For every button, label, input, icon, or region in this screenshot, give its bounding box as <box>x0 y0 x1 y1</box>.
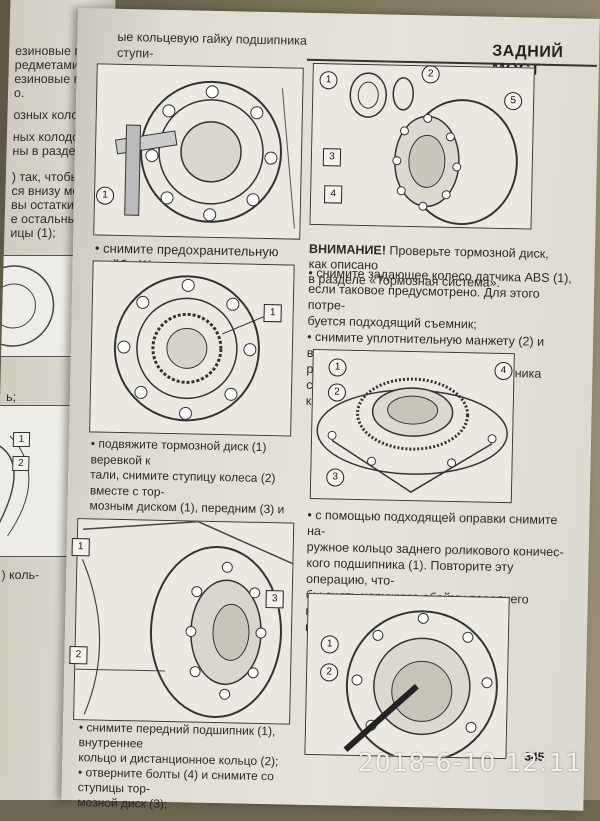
left-page-figure <box>0 255 96 357</box>
fig3-callout-2: 2 <box>69 645 88 665</box>
figure-hub-removal <box>73 518 295 725</box>
left-page-text-line: вы остатки <box>10 198 75 212</box>
fig4-callout-4: 4 <box>323 185 343 204</box>
step-text-4: • снимите передний подшипник (1), внутре… <box>77 720 279 812</box>
fig4-callout-3: 3 <box>322 148 342 167</box>
photo-timestamp: 2018-6-10 12:11 <box>358 748 583 777</box>
left-page-text-line: ицы (1); <box>10 226 56 240</box>
left-callout-2: 2 <box>12 456 30 471</box>
figure-abs-ring <box>309 348 515 504</box>
left-page-text-line: о. <box>13 86 25 100</box>
fig2-callout-1: 1 <box>263 303 282 323</box>
figure-hub-exploded <box>309 62 535 230</box>
figure-nut-wrench <box>93 63 304 240</box>
warning-label: ВНИМАНИЕ! <box>308 241 387 258</box>
left-page: езиновые пыль-редметами;езиновые пыль-о.… <box>0 0 116 800</box>
left-page-text-line: ь; <box>5 390 17 404</box>
left-callout-1: 1 <box>12 432 31 447</box>
left-page-text-line: ) коль- <box>1 568 40 582</box>
figure-bearing-race-removal <box>304 592 510 760</box>
fig3-callout-1: 1 <box>71 537 90 557</box>
left-page-text-line: ных колодок <box>12 130 85 144</box>
left-page-text-line: редметами; <box>14 58 83 72</box>
fig3-callout-3: 3 <box>265 590 284 609</box>
figure-lock-washer <box>89 260 295 437</box>
left-page-text-line: ) так, чтобы <box>11 170 80 184</box>
manual-page: ЗАДНИЙ МОСТ ые кольцевую гайку подшипник… <box>61 8 600 811</box>
